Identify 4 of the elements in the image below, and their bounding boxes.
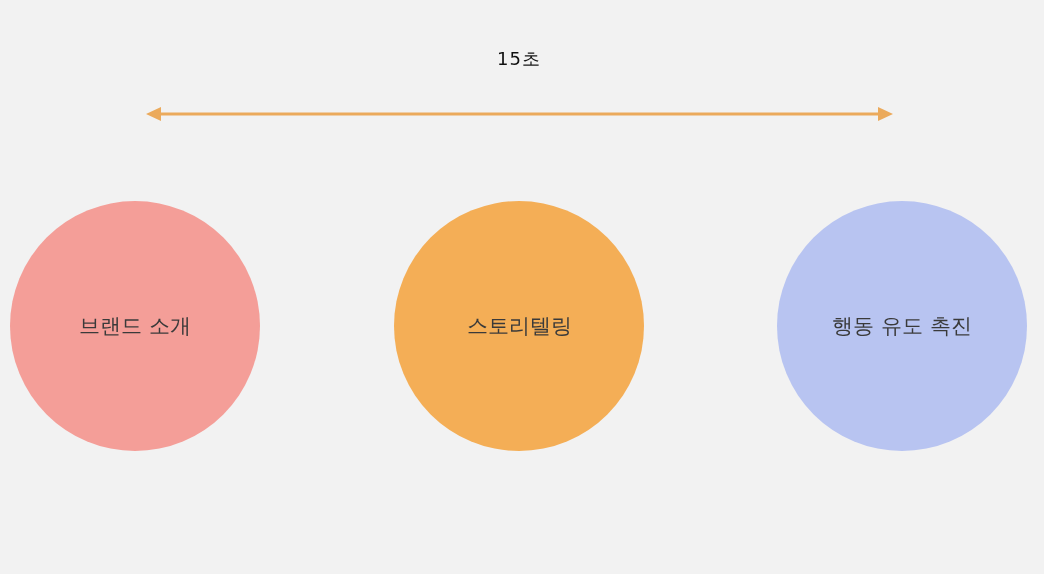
stage-label: 행동 유도 촉진 (832, 313, 972, 340)
stage-label: 브랜드 소개 (79, 313, 191, 340)
duration-label: 15초 (497, 47, 541, 71)
stage-label: 스토리텔링 (466, 313, 572, 340)
